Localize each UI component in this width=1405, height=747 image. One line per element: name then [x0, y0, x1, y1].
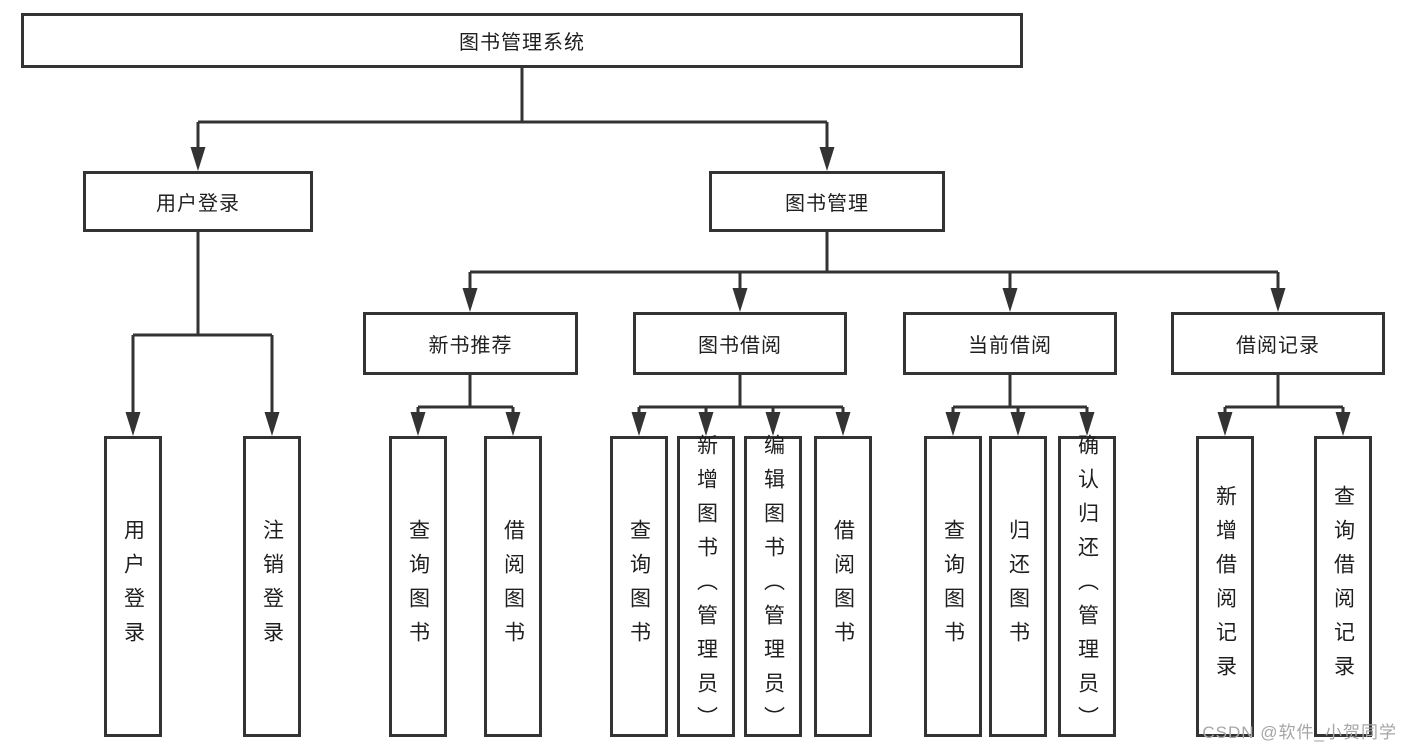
leaf-current-return-books: 归还图书	[989, 436, 1047, 737]
leaf-newbooks-query-books: 查询图书	[389, 436, 447, 737]
leaf-label: 用户登录	[121, 518, 145, 655]
node-new-book-recommendation: 新书推荐	[363, 312, 578, 375]
leaf-label: 查询借阅记录	[1331, 484, 1355, 689]
leaf-current-query-books: 查询图书	[924, 436, 982, 737]
node-label: 图书借阅	[698, 335, 782, 357]
node-borrowing-records: 借阅记录	[1171, 312, 1385, 375]
node-label: 用户登录	[156, 193, 240, 215]
leaf-borrowing-borrow-books: 借阅图书	[814, 436, 872, 737]
leaf-label: 编辑图书（管理员）	[761, 433, 785, 740]
node-label: 图书管理系统	[459, 32, 585, 54]
leaf-logout: 注销登录	[243, 436, 301, 737]
leaf-label: 借阅图书	[831, 518, 855, 655]
leaf-label: 确认归还（管理员）	[1075, 433, 1099, 740]
leaf-label: 查询图书	[941, 518, 965, 655]
leaf-label: 查询图书	[406, 518, 430, 655]
node-label: 新书推荐	[428, 335, 513, 357]
node-library-management-system: 图书管理系统	[21, 13, 1023, 68]
leaf-current-confirm-return-admin: 确认归还（管理员）	[1058, 433, 1116, 740]
node-user-login: 用户登录	[83, 171, 313, 232]
node-label: 当前借阅	[968, 335, 1052, 357]
leaf-borrowing-query-books: 查询图书	[610, 436, 668, 737]
leaf-label: 查询图书	[627, 518, 651, 655]
leaf-user-login: 用户登录	[104, 436, 162, 737]
node-book-management: 图书管理	[709, 171, 945, 232]
leaf-newbooks-borrow-books: 借阅图书	[484, 436, 542, 737]
leaf-label: 归还图书	[1006, 518, 1030, 655]
leaf-borrowing-add-books-admin: 新增图书（管理员）	[677, 433, 735, 740]
node-current-borrowing: 当前借阅	[903, 312, 1117, 375]
node-label: 图书管理	[785, 193, 869, 215]
leaf-label: 注销登录	[260, 518, 284, 655]
leaf-borrowing-edit-books-admin: 编辑图书（管理员）	[744, 433, 802, 740]
leaf-label: 新增借阅记录	[1213, 484, 1237, 689]
node-book-borrowing: 图书借阅	[633, 312, 847, 375]
csdn-watermark: CSDN @软件_小贺同学	[1202, 723, 1397, 742]
leaf-label: 借阅图书	[501, 518, 525, 655]
node-label: 借阅记录	[1236, 335, 1320, 357]
leaf-records-add-borrow-record: 新增借阅记录	[1196, 436, 1254, 737]
leaf-label: 新增图书（管理员）	[694, 433, 718, 740]
leaf-records-query-borrow-record: 查询借阅记录	[1314, 436, 1372, 737]
